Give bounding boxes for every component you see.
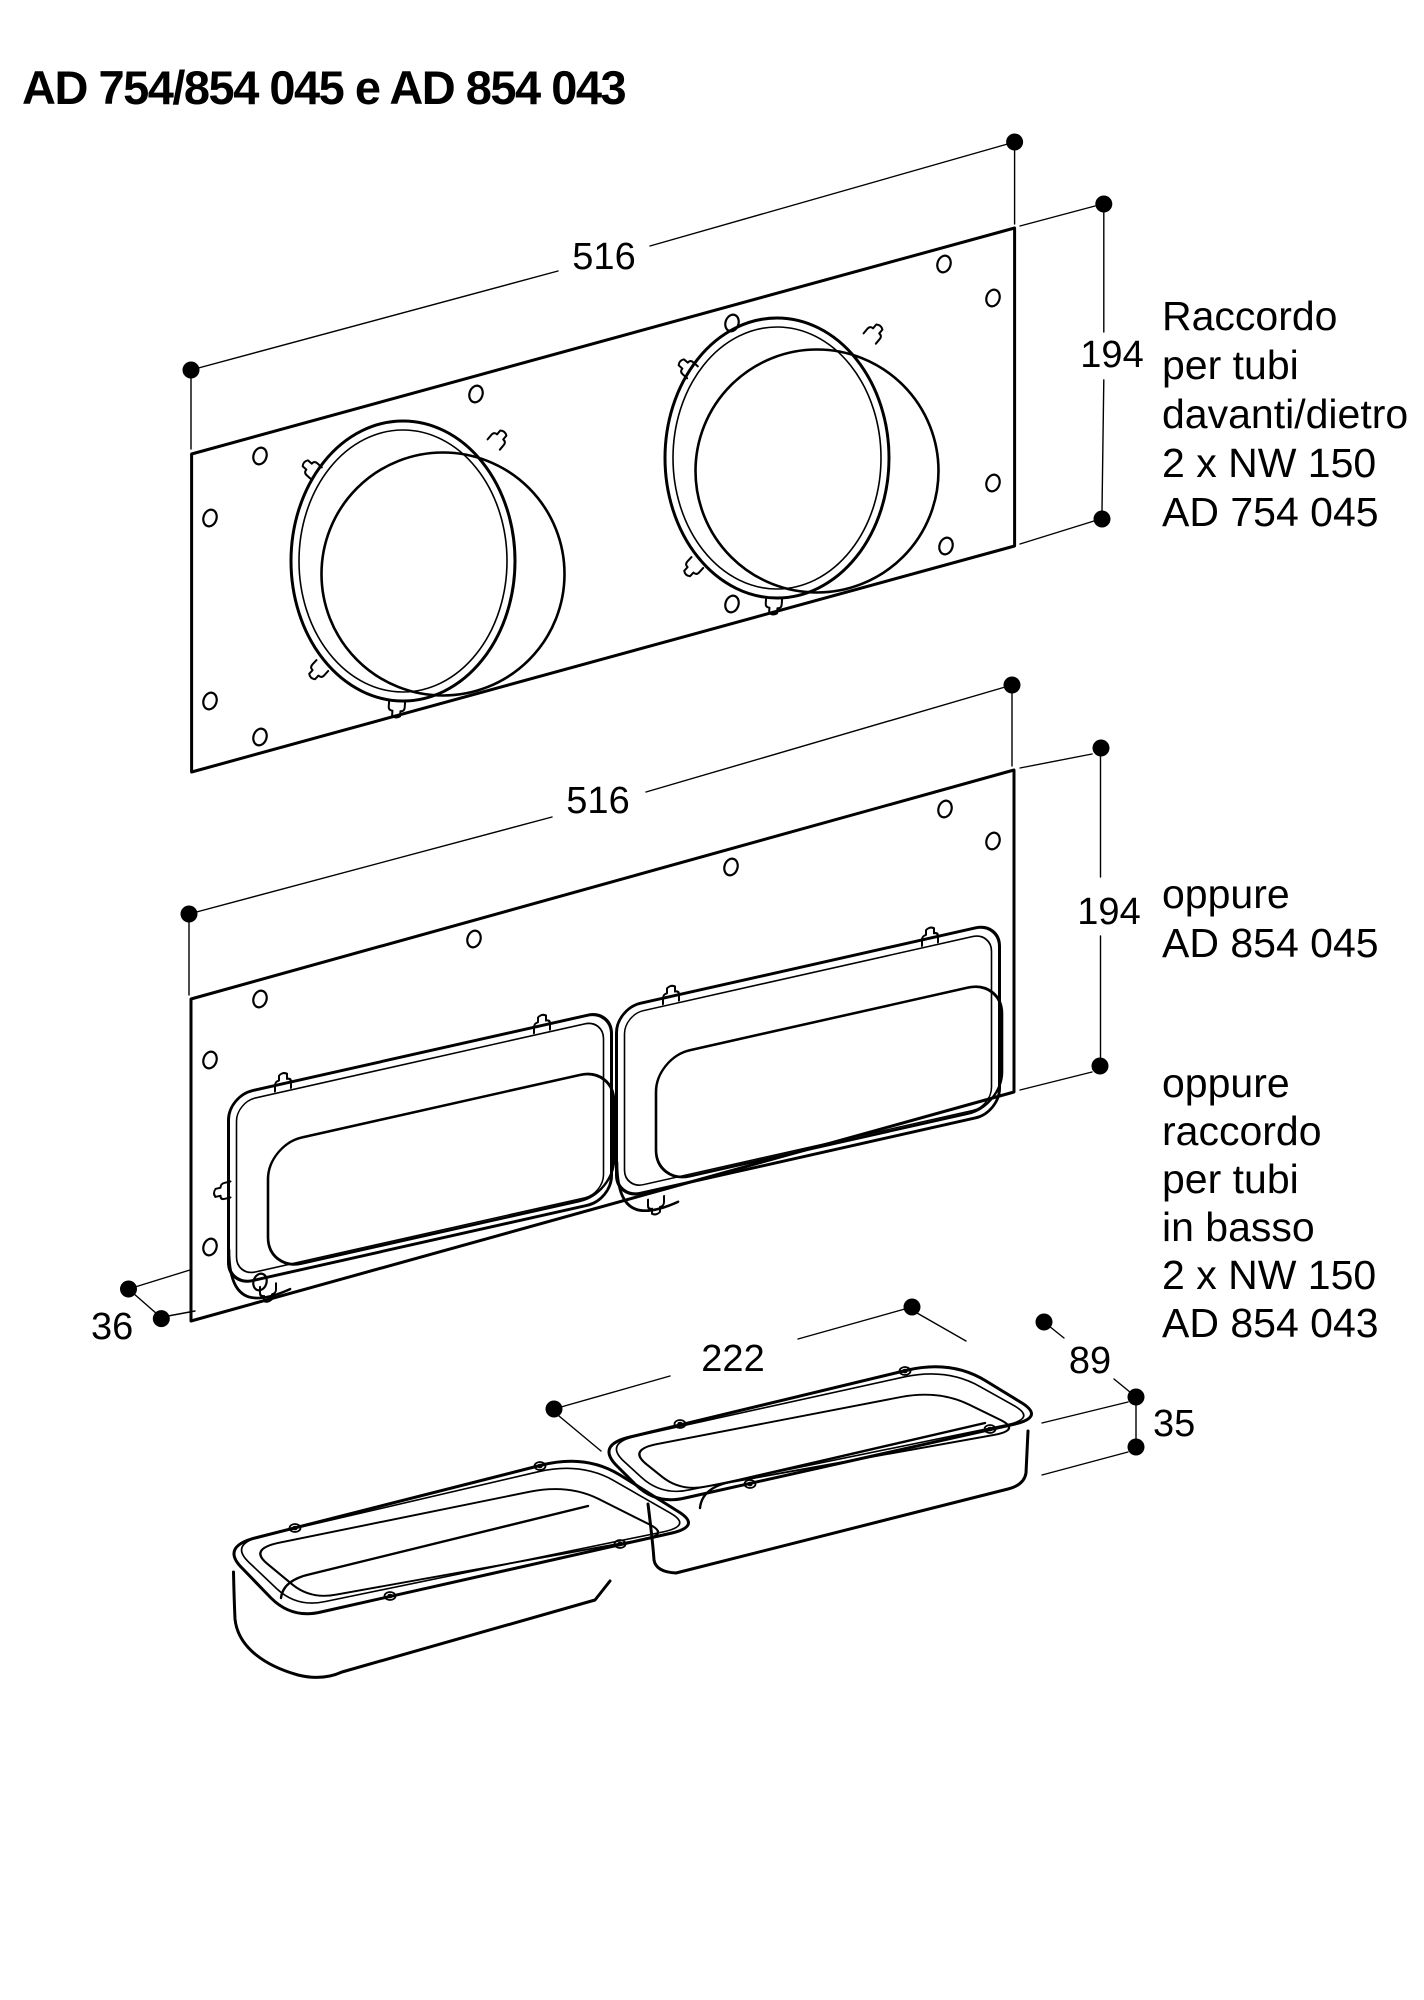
svg-text:AD 754 045: AD 754 045 bbox=[1162, 489, 1379, 535]
svg-text:raccordo: raccordo bbox=[1162, 1108, 1322, 1154]
svg-text:194: 194 bbox=[1077, 891, 1140, 933]
svg-text:222: 222 bbox=[701, 1338, 764, 1380]
svg-text:in basso: in basso bbox=[1162, 1204, 1315, 1250]
svg-text:35: 35 bbox=[1153, 1403, 1195, 1445]
svg-text:Raccordo: Raccordo bbox=[1162, 293, 1337, 339]
svg-text:89: 89 bbox=[1069, 1340, 1111, 1382]
svg-text:AD 854 043: AD 854 043 bbox=[1162, 1300, 1379, 1346]
svg-text:36: 36 bbox=[91, 1306, 133, 1348]
svg-text:AD 854 045: AD 854 045 bbox=[1162, 920, 1379, 966]
svg-text:516: 516 bbox=[572, 236, 635, 278]
svg-text:davanti/dietro: davanti/dietro bbox=[1162, 391, 1408, 437]
svg-text:2 x NW 150: 2 x NW 150 bbox=[1162, 440, 1376, 486]
svg-text:2 x NW 150: 2 x NW 150 bbox=[1162, 1252, 1376, 1298]
svg-text:516: 516 bbox=[566, 780, 629, 822]
svg-text:oppure: oppure bbox=[1162, 871, 1290, 917]
svg-text:AD 754/854 045 e AD 854 043: AD 754/854 045 e AD 854 043 bbox=[22, 61, 626, 114]
svg-text:per tubi: per tubi bbox=[1162, 1156, 1299, 1202]
svg-text:oppure: oppure bbox=[1162, 1060, 1290, 1106]
svg-text:per tubi: per tubi bbox=[1162, 342, 1299, 388]
svg-text:194: 194 bbox=[1080, 334, 1143, 376]
